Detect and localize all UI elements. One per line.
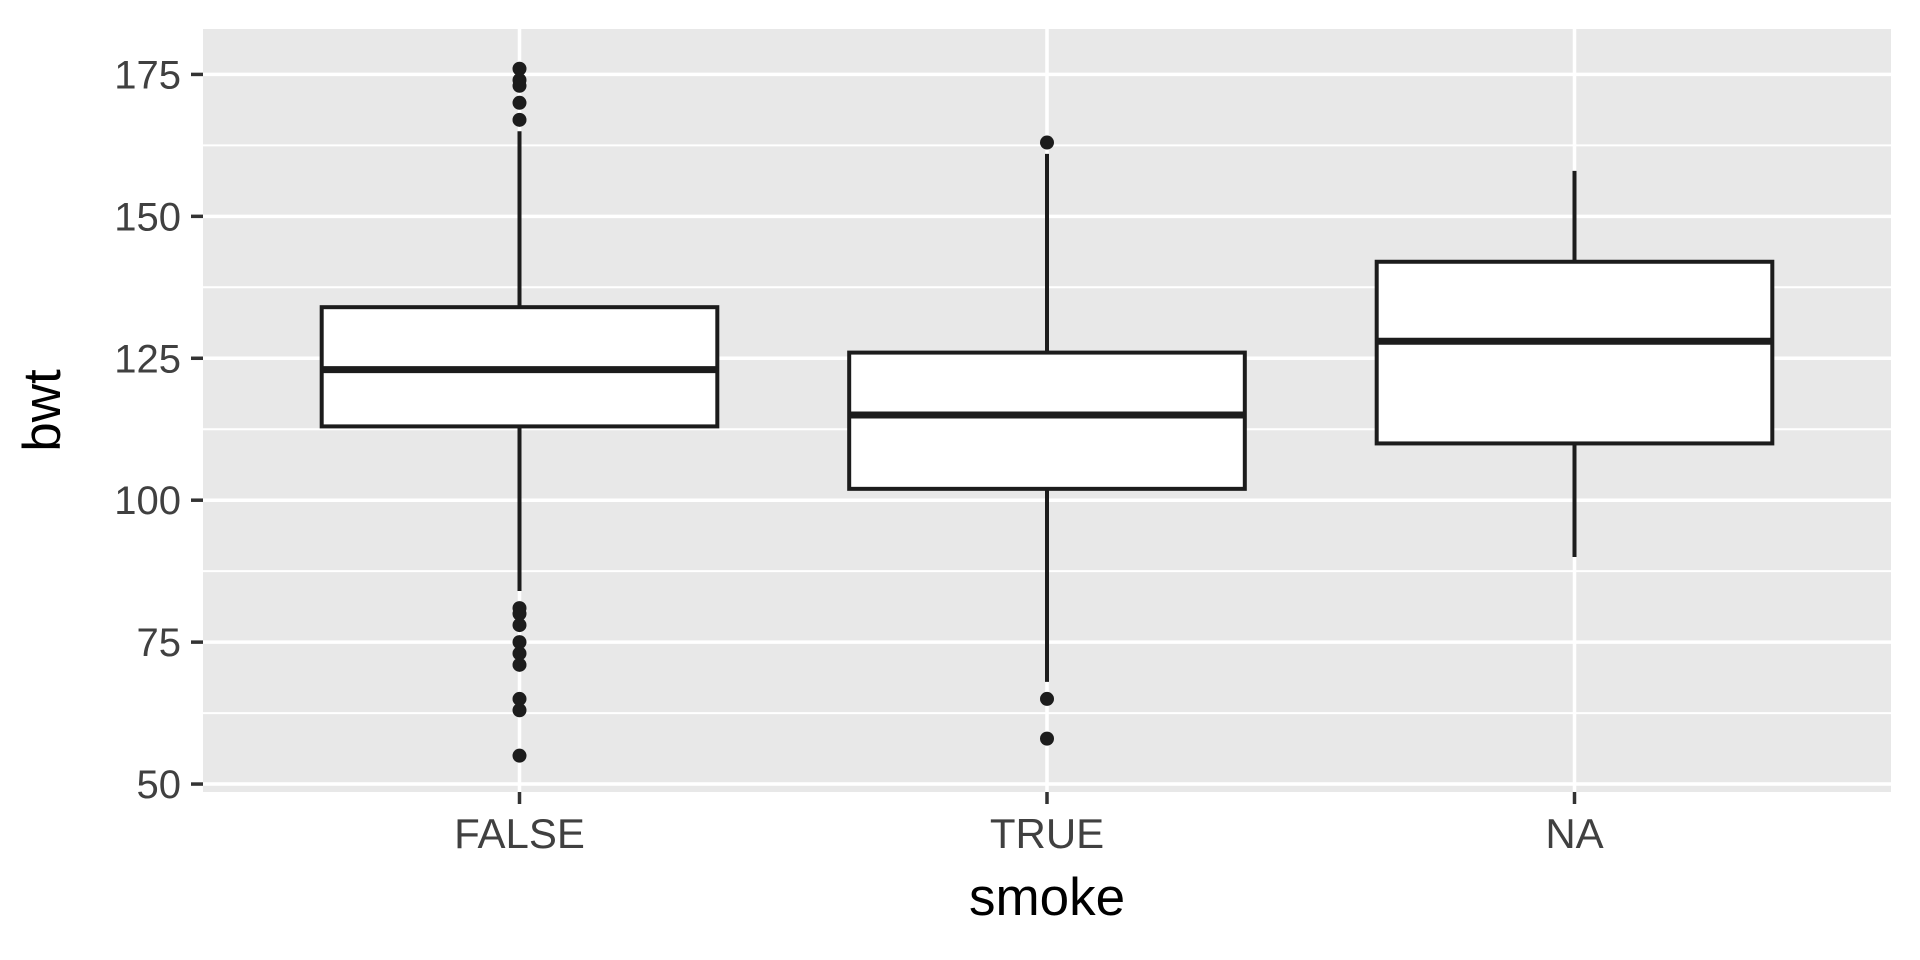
outlier-point [512, 95, 527, 110]
outlier-point [512, 635, 527, 650]
outlier-point [512, 61, 527, 76]
y-axis-tick-label: 50 [137, 763, 182, 807]
outlier-point [512, 112, 527, 127]
outlier-point [1040, 135, 1054, 150]
iqr-box [1374, 259, 1775, 446]
boxplot-na [1374, 170, 1775, 557]
iqr-box [847, 350, 1247, 491]
y-axis-tick-label: 75 [137, 621, 182, 665]
y-axis-title: bwt [13, 369, 72, 452]
outlier-point [512, 703, 527, 718]
outlier-point [512, 691, 527, 706]
y-axis-tick-label: 175 [114, 53, 181, 97]
outlier-point [512, 78, 527, 93]
x-axis-tick-label: FALSE [454, 810, 585, 857]
y-axis-tick-label: 150 [114, 195, 181, 239]
outlier-point [512, 646, 527, 661]
outlier-point [512, 606, 527, 621]
outlier-point [1040, 731, 1054, 746]
outlier-point [512, 748, 527, 763]
outlier-point [1040, 691, 1054, 706]
boxplot-true [847, 135, 1247, 746]
x-axis-tick-label: TRUE [990, 810, 1104, 857]
outlier-point [512, 618, 527, 633]
x-axis-tick-label: NA [1545, 810, 1603, 857]
y-axis-tick-label: 125 [114, 337, 181, 381]
x-axis-title: smoke [969, 868, 1125, 927]
boxplot-false [319, 61, 720, 763]
outlier-point [512, 657, 527, 672]
y-axis-tick-label: 100 [114, 479, 181, 523]
